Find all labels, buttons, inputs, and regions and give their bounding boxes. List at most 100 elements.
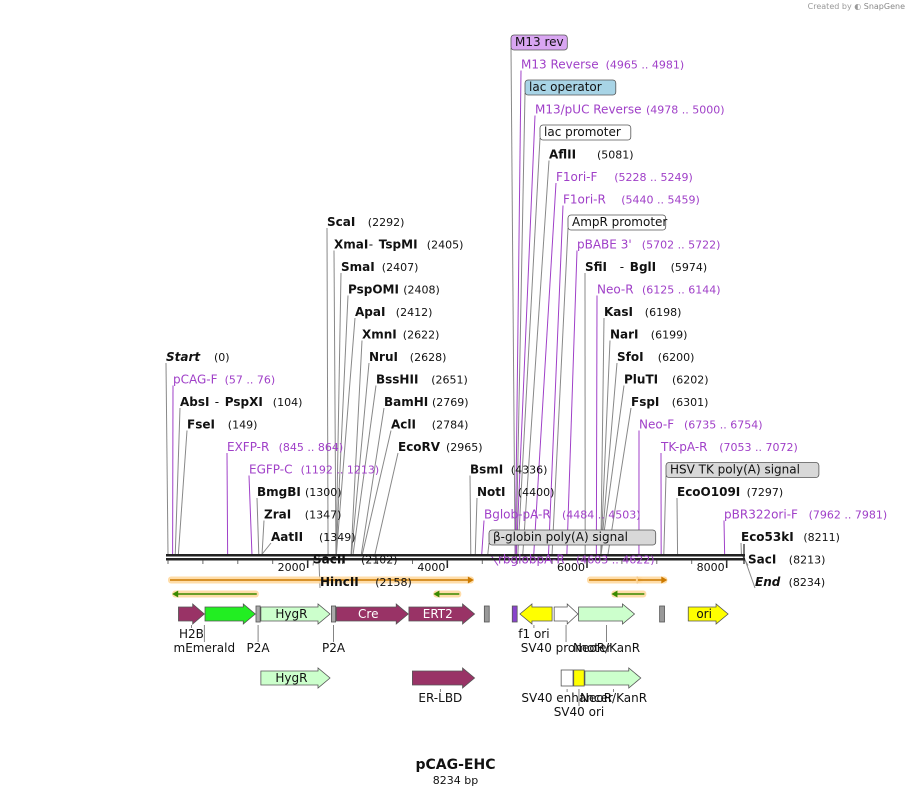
site-lac-operator-label: lac operator xyxy=(529,80,602,94)
feature-hygr xyxy=(260,667,331,689)
site-leader-line xyxy=(566,250,578,555)
feature-sv40-promoter xyxy=(553,603,579,625)
site-leader-line xyxy=(261,542,272,555)
feature-p2a xyxy=(255,605,261,623)
feature-p2a xyxy=(331,605,336,623)
feature-label-sv40-ori: SV40 ori xyxy=(554,705,605,719)
site-tk-pa-r-label: TK-pA-R xyxy=(660,440,708,454)
feature-label-sv40-promoter: SV40 promoter xyxy=(521,641,612,655)
site-ampr-promoter-label: AmpR promoter xyxy=(572,215,667,229)
site-scai-label: ScaI xyxy=(327,215,355,229)
site-rbglobpa-r-label: rbglobpA-R xyxy=(498,553,565,567)
site-m13-rev-label: M13 rev xyxy=(515,35,564,49)
feature-cre xyxy=(335,603,409,625)
site-noti-coords: (4400) xyxy=(518,486,555,499)
feature-ori xyxy=(687,603,729,625)
site-leader-line xyxy=(548,205,564,555)
site-pcag-f-coords: (57 .. 76) xyxy=(225,374,276,387)
site-leader-line xyxy=(248,475,253,555)
site-lac-promoter-label: lac promoter xyxy=(544,125,621,139)
site-bsshii-label: BssHII xyxy=(376,373,418,387)
feature-segment xyxy=(659,605,665,623)
site-leader-line xyxy=(361,430,392,555)
site-start-coords: (0) xyxy=(214,351,230,364)
site-leader-line xyxy=(350,340,363,555)
site-leader-line xyxy=(510,47,516,555)
feature-label-p2a: P2A xyxy=(322,641,346,655)
site-leader-line xyxy=(487,542,490,555)
feature-h2b xyxy=(178,603,205,625)
site-nari-coords: (6199) xyxy=(651,329,688,342)
site-rbglobpa-r-coords: (4603 .. 4622) xyxy=(576,554,655,567)
site-leader-line xyxy=(360,407,385,555)
site-saci-coords: (8213) xyxy=(789,554,826,567)
site-leader-line xyxy=(533,182,557,555)
feature-sv40-ori xyxy=(573,669,585,687)
site-bsmi-label: BsmI xyxy=(470,463,503,477)
site-leader-line xyxy=(226,452,229,555)
site-leader-line xyxy=(261,520,265,555)
feature-label-p2a: P2A xyxy=(247,641,271,655)
site-leader-line xyxy=(676,497,679,555)
snapgene-watermark: Created by ◐ SnapGene xyxy=(807,2,905,11)
site-acli-coords: (2784) xyxy=(432,419,469,432)
ruler-tick-label: 2000 xyxy=(278,561,306,574)
site-bmgbi-coords: (1300) xyxy=(305,486,342,499)
site-aatii-label: AatII xyxy=(271,530,303,544)
site-lac-operator-box xyxy=(524,79,617,96)
site-start-label: Start xyxy=(166,350,201,364)
site-leader-line xyxy=(481,520,485,555)
backbone-top-strand xyxy=(166,554,745,557)
site-lac-promoter-box xyxy=(539,124,632,141)
site-hsv-tk-poly-a-signal-label: HSV TK poly(A) signal xyxy=(670,463,800,477)
site-f1ori-f-label: F1ori-F xyxy=(556,170,597,184)
orf-arrowhead xyxy=(467,576,474,584)
site-zrai-label: ZraI xyxy=(264,508,291,522)
site-hincii-coords: (2158) xyxy=(375,576,412,589)
site-nari-label: NarI xyxy=(610,328,639,342)
site-leader-line xyxy=(335,272,342,555)
site-noti-label: NotI xyxy=(477,485,506,499)
site-kasi-coords: (6198) xyxy=(645,306,682,319)
site-f1ori-f-coords: (5228 .. 5249) xyxy=(614,171,693,184)
site-leader-line xyxy=(517,137,541,555)
site-leader-line xyxy=(600,340,611,555)
site-leader-line xyxy=(374,452,399,555)
orf-arrowhead xyxy=(661,576,668,584)
site-pbabe-3-coords: (5702 .. 5722) xyxy=(642,239,721,252)
site-leader-line xyxy=(514,70,522,555)
site-m13-reverse-label: M13 Reverse xyxy=(521,58,599,72)
feature-label-er-lbd: ER-LBD xyxy=(418,691,462,705)
site-kasi-label: KasI xyxy=(604,305,633,319)
site-aflii-label: AflII xyxy=(549,148,576,162)
site-leader-line xyxy=(551,227,569,555)
orf-arrowhead xyxy=(433,590,440,598)
site-f1ori-r-label: F1ori-R xyxy=(563,193,606,207)
site-end-coords: (8234) xyxy=(789,576,826,589)
site-leader-line xyxy=(256,497,260,555)
feature-label-f1-ori: f1 ori xyxy=(518,627,549,641)
site-m13-puc-reverse-coords: (4978 .. 5000) xyxy=(646,104,725,117)
feature-f1-ori xyxy=(519,603,553,625)
site-xmai-label: XmaI xyxy=(334,238,368,252)
site-absi-label2: PspXI xyxy=(225,395,263,409)
site-sfoi-coords: (6200) xyxy=(658,351,695,364)
site-sfii-label2: BglI xyxy=(630,260,656,274)
site-xmai-label2: TspMI xyxy=(379,238,418,252)
site-xmai-coords: (2405) xyxy=(427,239,464,252)
site-leader-line xyxy=(600,362,618,555)
site-ecorv-coords: (2965) xyxy=(446,441,483,454)
site-apai-label: ApaI xyxy=(355,305,385,319)
site-leader-line xyxy=(723,520,726,555)
site-neo-r-coords: (6125 .. 6144) xyxy=(642,284,721,297)
plasmid-length: 8234 bp xyxy=(432,774,479,787)
site-scai-coords: (2292) xyxy=(368,216,405,229)
site-zrai-coords: (1347) xyxy=(305,509,342,522)
site-leader-line xyxy=(663,475,667,555)
site-pspomi-coords: (2408) xyxy=(403,284,440,297)
site-fspi-label: FspI xyxy=(631,395,659,409)
site-egfp-c-label: EGFP-C xyxy=(249,463,292,477)
feature-cre-text: Cre xyxy=(358,607,378,621)
